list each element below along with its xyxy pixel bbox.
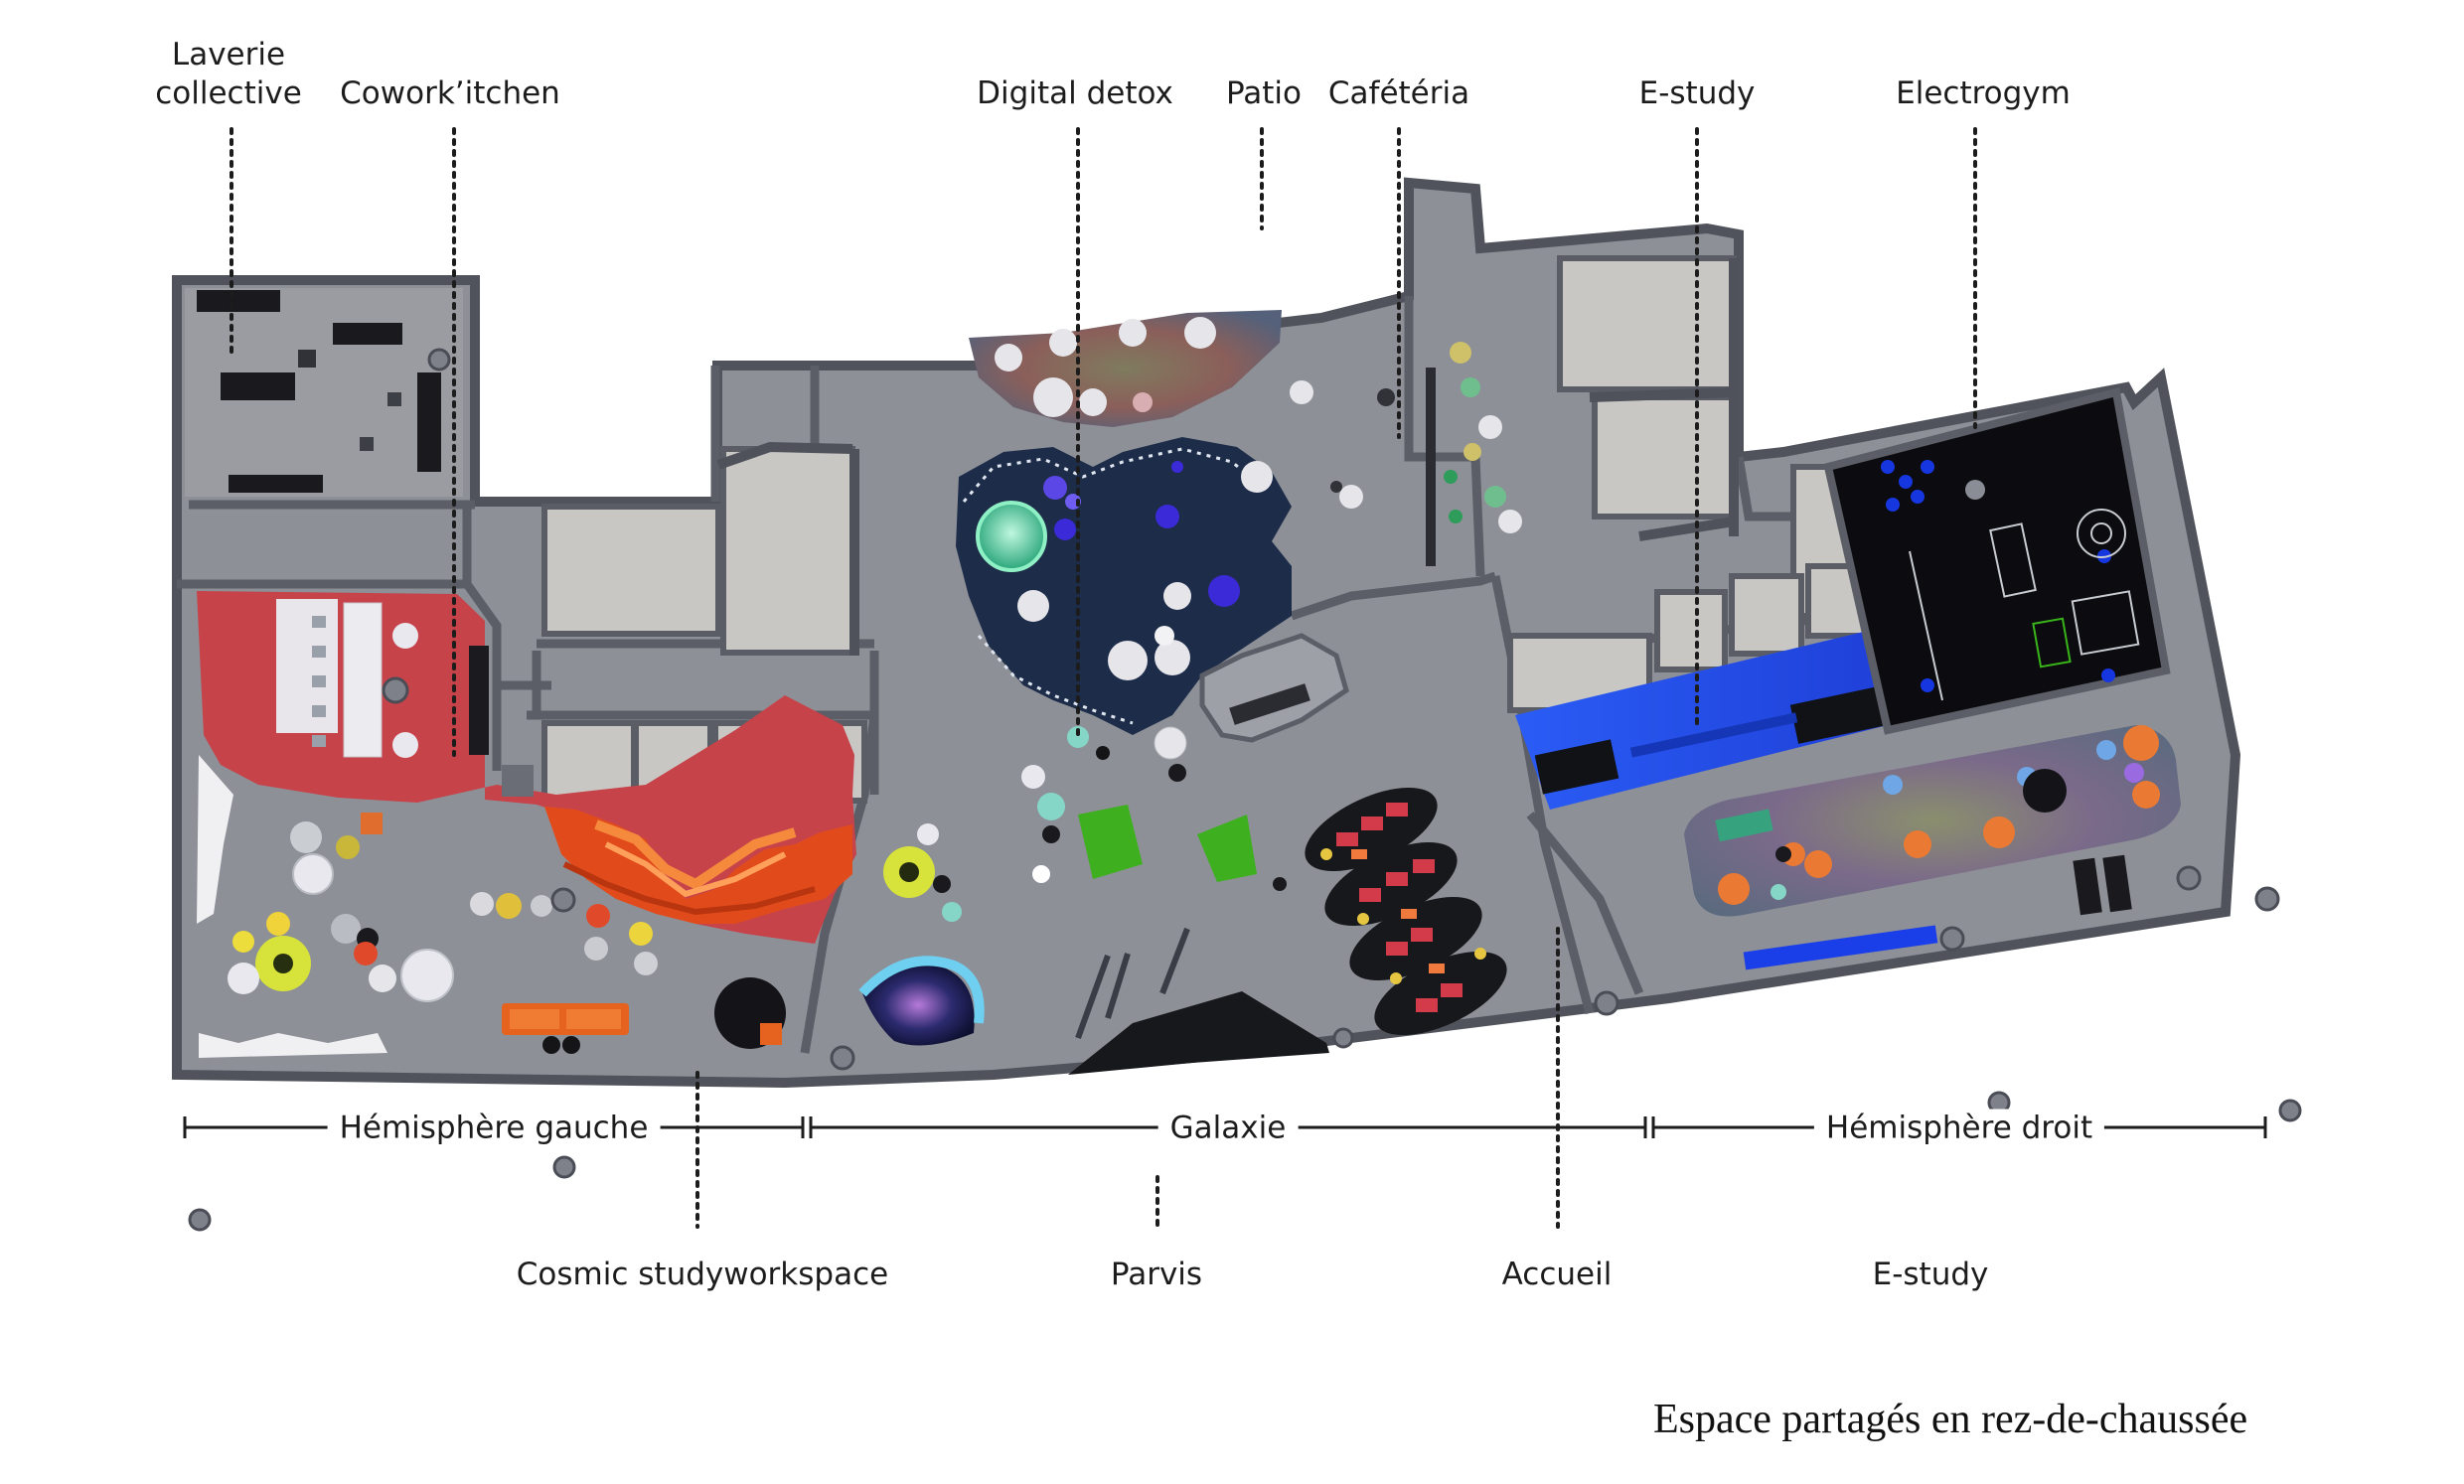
orange-stage: [544, 807, 852, 924]
label-digital-detox: Digital detox: [977, 75, 1173, 111]
label-cafeteria: Cafétéria: [1327, 75, 1470, 111]
left-lounge-furniture: [228, 813, 786, 1054]
electrogym: [1823, 387, 2171, 735]
right-furniture: [830, 854, 2280, 1071]
label-coworkitchen: Cowork’itchen: [340, 75, 560, 111]
speckled-carpet-top: [969, 310, 1282, 427]
e-study-blue-lane: [1515, 631, 1888, 810]
zone-label-hemisphere-droit: Hémisphère droit: [1813, 1109, 2105, 1148]
label-parvis: Parvis: [1110, 1257, 1203, 1292]
zone-label-hemisphere-gauche: Hémisphère gauche: [327, 1109, 661, 1148]
cafeteria-furniture: [1290, 342, 1522, 566]
dark-carpet-detox: [956, 437, 1292, 735]
label-patio: Patio: [1225, 75, 1303, 111]
label-cosmic-studyworkspace: Cosmic studyworkspace: [516, 1257, 889, 1292]
speckled-carpet-right: [1684, 725, 2181, 917]
label-laverie-line2: collective: [155, 75, 302, 111]
label-laverie-line1: Laverie: [171, 37, 286, 73]
detox-counter: [1067, 633, 1349, 760]
laverie-room: [185, 288, 463, 497]
figure-caption: Espace partagés en rez-de-chaussée: [1653, 1397, 2248, 1442]
label-accueil: Accueil: [1501, 1257, 1613, 1292]
red-seating-pods: [1305, 787, 1507, 1036]
label-electrogym: Electrogym: [1896, 75, 2071, 111]
galaxie-furniture: [858, 764, 1329, 1075]
room-thick-walls: [716, 258, 1739, 656]
label-e-study-bottom: E-study: [1872, 1257, 1989, 1292]
red-zone-furniture: [312, 602, 534, 797]
leader-lines: [230, 127, 1977, 1229]
label-e-study-top: E-study: [1638, 75, 1756, 111]
label-laverie-collective: Laverie collective: [155, 36, 302, 113]
zone-label-galaxie: Galaxie: [1157, 1109, 1299, 1148]
